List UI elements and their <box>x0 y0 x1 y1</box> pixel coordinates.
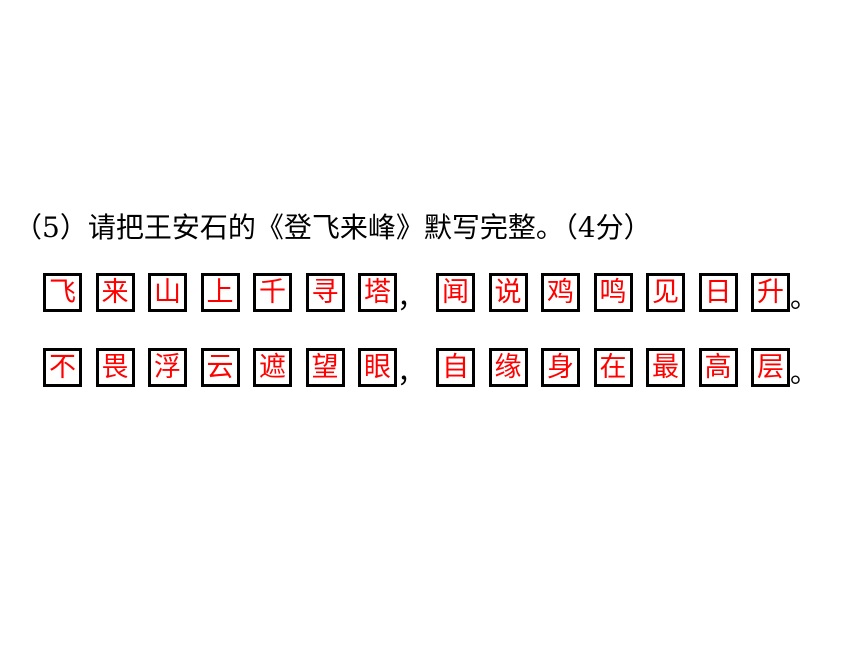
answer-box: 缘 <box>488 347 528 387</box>
answer-box: 层 <box>751 347 790 387</box>
answer-box: 升 <box>751 272 790 312</box>
answer-box: 望 <box>305 347 345 387</box>
answer-box: 山 <box>148 272 187 312</box>
comma-mark: ， <box>397 280 426 314</box>
period-mark: 。 <box>790 355 819 389</box>
answer-box: 最 <box>646 347 685 387</box>
answer-box: 说 <box>488 272 528 312</box>
answer-box: 寻 <box>305 272 345 312</box>
answer-box: 眼 <box>358 347 397 387</box>
answer-box: 遮 <box>253 347 292 387</box>
answer-box: 来 <box>95 272 135 312</box>
comma-mark: ， <box>397 355 426 389</box>
answer-box: 高 <box>698 347 738 387</box>
period-mark: 。 <box>790 280 819 314</box>
answer-box: 不 <box>43 347 82 387</box>
answer-box: 自 <box>436 347 475 387</box>
answer-box: 浮 <box>148 347 187 387</box>
answer-box: 鸡 <box>541 272 580 312</box>
answer-box: 塔 <box>358 272 397 312</box>
answer-box: 见 <box>646 272 685 312</box>
poem-line-2: 不 畏 浮 云 遮 望 眼 ， 自 缘 身 在 最 高 层 。 <box>43 347 820 387</box>
answer-box: 云 <box>200 347 240 387</box>
answer-box: 畏 <box>95 347 135 387</box>
answer-box: 鸣 <box>593 272 633 312</box>
question-prompt: （5）请把王安石的《登飞来峰》默写完整。（4分） <box>14 211 652 244</box>
answer-box: 闻 <box>436 272 475 312</box>
answer-box: 日 <box>698 272 738 312</box>
answer-box: 身 <box>541 347 580 387</box>
answer-box: 上 <box>200 272 240 312</box>
answer-box: 千 <box>253 272 292 312</box>
poem-line-1: 飞 来 山 上 千 寻 塔 ， 闻 说 鸡 鸣 见 日 升 。 <box>43 272 820 312</box>
answer-box: 在 <box>593 347 633 387</box>
answer-box: 飞 <box>43 272 82 312</box>
